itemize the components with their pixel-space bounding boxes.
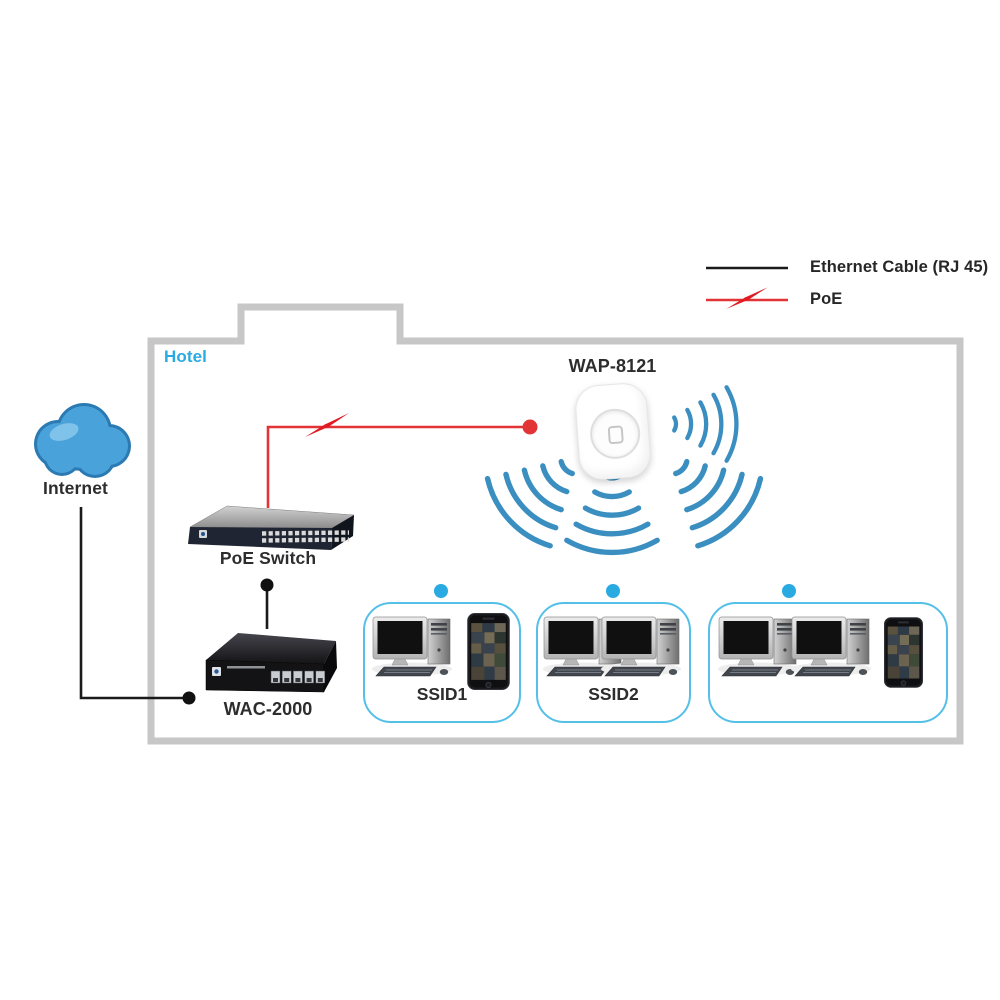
ap-ring: [588, 406, 642, 461]
smartphone-icon: [884, 617, 923, 688]
internet-label: Internet: [43, 478, 108, 498]
controller-label: WAC-2000: [223, 699, 313, 719]
ssid1-label: SSID1: [416, 684, 468, 704]
ap-logo: [607, 424, 624, 444]
poe-connection-dot: [522, 419, 538, 435]
controller-appliance-icon: [205, 633, 337, 693]
cloud-icon: [34, 403, 131, 478]
smartphone-icon: [467, 613, 510, 690]
rack-switch-icon: [188, 505, 355, 550]
desktop-computer-icon: [372, 616, 453, 677]
zone-label: Hotel: [164, 347, 207, 366]
desktop-computer-icon: [791, 616, 872, 677]
legend-ethernet-label: Ethernet Cable (RJ 45): [810, 258, 989, 276]
hotel-zone-outline: [147, 303, 964, 745]
desktop-computer-icon: [601, 616, 682, 677]
poe-switch-label: PoE Switch: [219, 548, 317, 568]
ssid1-dot: [434, 584, 448, 598]
poe-line-switch-ap: [266, 425, 523, 508]
connection-dot: [260, 578, 274, 592]
ethernet-line-internet-wac: [79, 507, 184, 700]
legend-lightning-bolt-icon: [725, 287, 769, 309]
legend-poe-label: PoE: [810, 290, 843, 308]
connection-dot: [182, 691, 196, 705]
ssid3-dot: [782, 584, 796, 598]
ssid2-label: SSID2: [588, 684, 639, 704]
wifi-waves-bottom-icon: [567, 476, 657, 553]
wifi-waves-right-icon: [674, 387, 736, 460]
ap-label: WAP-8121: [568, 356, 657, 376]
access-point-icon: [573, 381, 653, 482]
wac-ports: [270, 670, 326, 684]
wifi-waves-bottom-right-icon: [650, 434, 769, 554]
ssid2-dot: [606, 584, 620, 598]
lightning-bolt-icon: [303, 413, 351, 438]
